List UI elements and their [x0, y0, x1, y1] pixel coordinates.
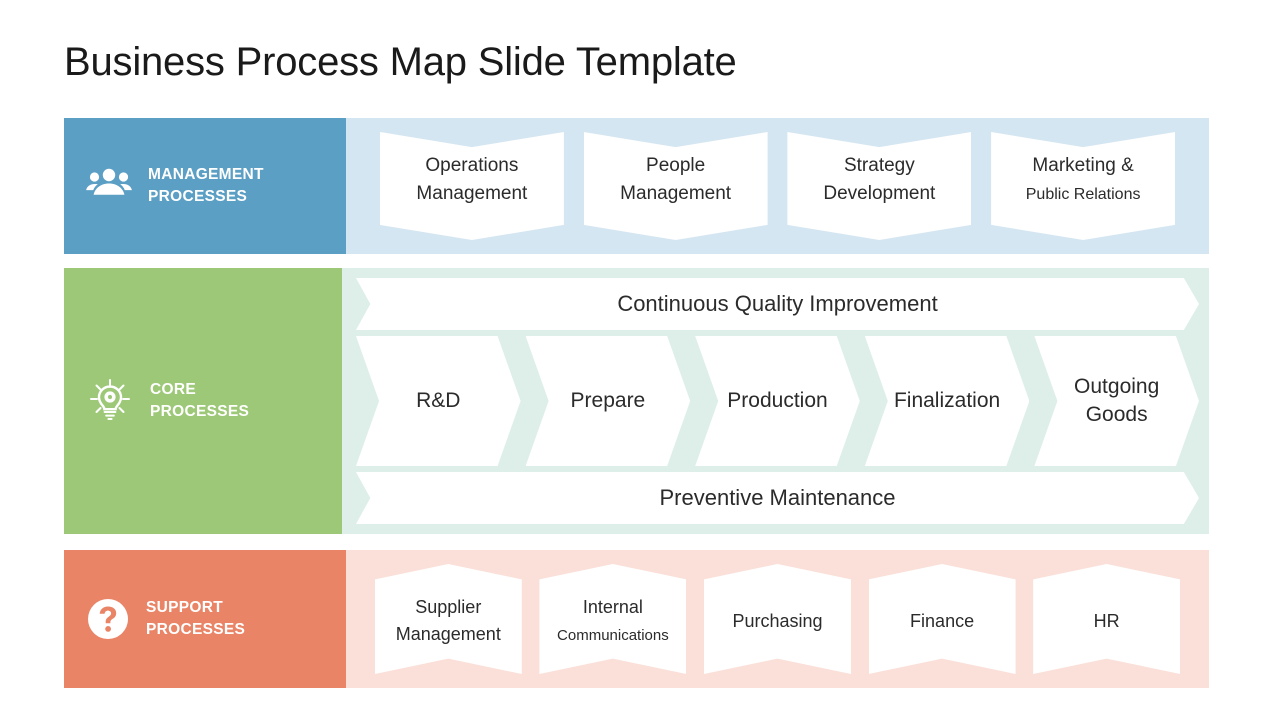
management-label-line1: MANAGEMENT: [148, 166, 264, 183]
core-arrow-row: R&D Prepare Production Finalization: [356, 336, 1199, 466]
core-top-bar-continuous-quality-improvement[interactable]: Continuous Quality Improvement: [356, 278, 1199, 330]
core-band-body: Continuous Quality Improvement R&D Prepa…: [342, 268, 1209, 534]
core-item-line1: Finalization: [893, 388, 1001, 412]
support-band-label-text: SUPPORT PROCESSES: [146, 597, 245, 641]
management-item-line2: Public Relations: [1025, 186, 1141, 203]
support-item-line1: Internal: [582, 597, 643, 617]
support-item-line1: Finance: [910, 610, 975, 631]
question-mark-circle-icon: [86, 597, 130, 641]
management-processes-band: MANAGEMENT PROCESSES Operations Manageme…: [64, 118, 1209, 254]
core-band-label-text: CORE PROCESSES: [150, 379, 249, 423]
management-item-marketing-public-relations[interactable]: Marketing & Public Relations: [991, 132, 1176, 240]
core-band-label: CORE PROCESSES: [64, 268, 342, 534]
core-item-finalization[interactable]: Finalization: [864, 336, 1030, 466]
management-label-line2: PROCESSES: [148, 188, 248, 205]
support-item-line2: Management: [395, 624, 501, 644]
management-item-line2: Management: [416, 183, 528, 204]
core-bottom-bar-preventive-maintenance[interactable]: Preventive Maintenance: [356, 472, 1199, 524]
core-item-line1: Outgoing: [1074, 374, 1160, 398]
management-item-line2: Management: [620, 183, 732, 204]
core-item-line1: Production: [727, 388, 828, 412]
page-title: Business Process Map Slide Template: [64, 40, 737, 84]
core-item-prepare[interactable]: Prepare: [525, 336, 691, 466]
core-item-line2: Goods: [1085, 403, 1148, 426]
people-group-icon: [86, 166, 132, 206]
support-item-line1: HR: [1093, 610, 1120, 631]
support-processes-band: SUPPORT PROCESSES Supplier Management In…: [64, 550, 1209, 688]
management-item-operations-management[interactable]: Operations Management: [379, 132, 564, 240]
support-items-row: Supplier Management Internal Communicati…: [346, 564, 1209, 674]
support-label-line2: PROCESSES: [146, 621, 246, 638]
core-item-production[interactable]: Production: [695, 336, 860, 466]
core-item-line1: Prepare: [570, 388, 646, 412]
support-item-line1: Supplier: [415, 597, 482, 617]
core-label-line2: PROCESSES: [150, 403, 250, 420]
core-label-line1: CORE: [150, 381, 196, 398]
support-item-purchasing[interactable]: Purchasing: [703, 564, 851, 674]
management-item-line1: Marketing &: [1032, 154, 1134, 176]
core-bottom-bar-label: Preventive Maintenance: [659, 485, 896, 510]
core-processes-band: CORE PROCESSES Continuous Quality Improv…: [64, 268, 1209, 534]
management-item-line1: People: [646, 154, 706, 176]
support-item-internal-communications[interactable]: Internal Communications: [539, 564, 687, 674]
core-items-stack: Continuous Quality Improvement R&D Prepa…: [342, 268, 1209, 534]
support-item-supplier-management[interactable]: Supplier Management: [374, 564, 522, 674]
management-band-body: Operations Management People Management …: [346, 118, 1209, 254]
management-items-row: Operations Management People Management …: [346, 132, 1209, 240]
management-item-line1: Strategy: [843, 154, 915, 176]
lightbulb-gear-icon: [86, 377, 134, 425]
management-band-label: MANAGEMENT PROCESSES: [64, 118, 346, 254]
core-item-outgoing-goods[interactable]: Outgoing Goods: [1034, 336, 1199, 466]
management-item-strategy-development[interactable]: Strategy Development: [787, 132, 972, 240]
management-item-line1: Operations: [425, 154, 519, 176]
core-item-rd[interactable]: R&D: [356, 336, 521, 466]
management-item-people-management[interactable]: People Management: [583, 132, 768, 240]
support-item-finance[interactable]: Finance: [868, 564, 1016, 674]
support-label-line1: SUPPORT: [146, 599, 224, 616]
core-top-bar-label: Continuous Quality Improvement: [617, 291, 938, 316]
support-item-hr[interactable]: HR: [1033, 564, 1181, 674]
support-item-line1: Purchasing: [732, 610, 823, 631]
support-band-body: Supplier Management Internal Communicati…: [346, 550, 1209, 688]
support-item-line2: Communications: [557, 627, 669, 644]
core-item-line1: R&D: [416, 388, 461, 412]
support-band-label: SUPPORT PROCESSES: [64, 550, 346, 688]
management-item-line2: Development: [823, 183, 936, 204]
management-band-label-text: MANAGEMENT PROCESSES: [148, 164, 264, 208]
